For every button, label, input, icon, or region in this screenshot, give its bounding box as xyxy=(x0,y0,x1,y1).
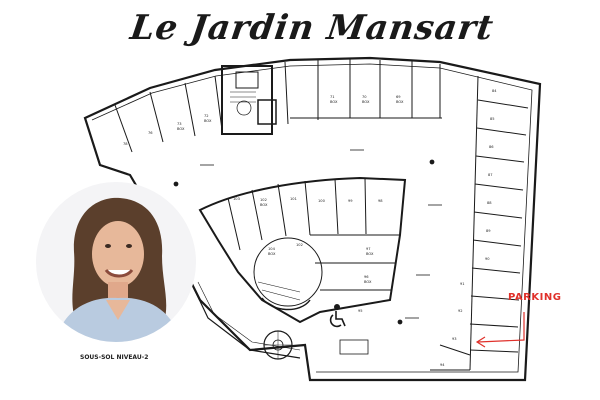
wheelchair-icon xyxy=(329,303,346,328)
spot-label: 102 xyxy=(260,198,267,202)
spot-label: 73 xyxy=(177,122,182,126)
spot-label: 101 xyxy=(290,197,297,201)
spot-label: 89 xyxy=(486,229,491,233)
spot-label: 91 xyxy=(460,282,465,286)
spot-label: 99 xyxy=(348,199,353,203)
spot-label: BOX xyxy=(396,100,404,104)
spot-label: BOX xyxy=(362,100,370,104)
spot-labels: 69 BOX 70 BOX 71 BOX 72 BOX 73 BOX 76 78… xyxy=(123,89,497,367)
spot-label: 97 xyxy=(366,247,371,251)
site-title: Le Jardin Mansart xyxy=(127,8,497,48)
spot-label: 102 xyxy=(296,243,303,247)
spot-label: 78 xyxy=(123,142,128,146)
portrait-photo xyxy=(36,182,196,342)
spot-label: 84 xyxy=(492,89,497,93)
spot-label: 96 xyxy=(364,275,369,279)
parking-arrow-icon xyxy=(475,312,525,348)
right-column-dividers xyxy=(430,75,529,371)
spot-label: 93 xyxy=(452,337,457,341)
spiral-ramp xyxy=(253,237,323,311)
lower-ramp xyxy=(189,279,369,360)
spot-label: 87 xyxy=(488,173,493,177)
spot-label: 76 xyxy=(148,131,153,135)
spot-label: 95 xyxy=(358,309,363,313)
spot-label: 94 xyxy=(440,363,445,367)
inner-island-outline xyxy=(198,176,407,324)
spot-label: 71 xyxy=(330,95,335,99)
spot-label: 104 xyxy=(268,247,276,251)
spot-label: BOX xyxy=(260,203,268,207)
spot-label: 72 xyxy=(204,114,209,118)
spot-label: 98 xyxy=(378,199,383,203)
spot-label: 88 xyxy=(487,201,492,205)
spot-label: BOX xyxy=(366,252,374,256)
spot-label: 69 xyxy=(396,95,401,99)
spot-label: 92 xyxy=(458,309,463,313)
spot-label: 70 xyxy=(362,95,367,99)
parking-label: PARKING xyxy=(508,292,562,303)
spot-label: 86 xyxy=(489,145,494,149)
spot-label: BOX xyxy=(364,280,372,284)
spot-label: BOX xyxy=(330,100,338,104)
inner-row-dividers xyxy=(227,177,400,291)
spot-label: 90 xyxy=(485,257,490,261)
level-caption: SOUS-SOL NIVEAU-2 xyxy=(80,354,149,361)
spot-label: BOX xyxy=(204,119,212,123)
outer-wall-inner-line xyxy=(91,63,533,373)
spot-label: BOX xyxy=(268,252,276,256)
direction-marks xyxy=(173,149,442,325)
spot-label: 103 xyxy=(233,197,240,201)
top-row-dividers xyxy=(114,59,442,153)
spot-label: 85 xyxy=(490,117,495,121)
spot-label: 100 xyxy=(318,199,326,203)
spot-label: BOX xyxy=(177,127,185,131)
stair-core xyxy=(221,65,277,135)
